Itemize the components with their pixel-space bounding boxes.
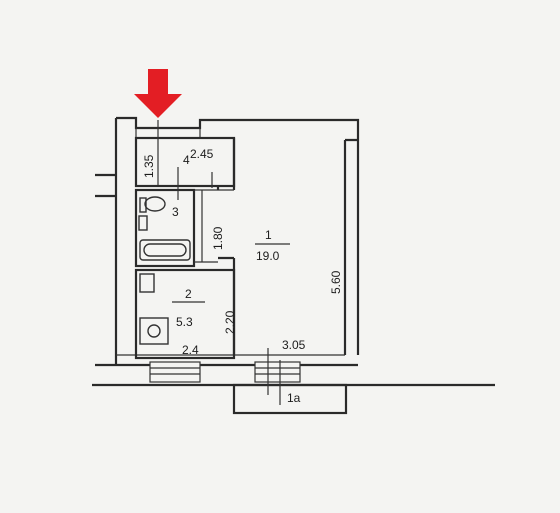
room-2-area: 5.3 <box>176 315 193 329</box>
room-3-number: 3 <box>172 205 179 219</box>
dim-2-20: 2.20 <box>223 310 237 334</box>
windows <box>149 361 301 383</box>
room-4-number: 4 <box>183 153 190 167</box>
stove-icon <box>139 317 169 345</box>
entry-arrow-icon <box>134 69 182 118</box>
dim-2-45: 2.45 <box>190 147 214 161</box>
room-1-number: 1 <box>265 228 272 242</box>
dim-5-60: 5.60 <box>329 270 343 294</box>
small-sink-icon <box>138 215 148 231</box>
dim-3-05: 3.05 <box>282 338 306 352</box>
bathtub-icon <box>139 239 191 261</box>
dimension-lines <box>157 120 281 405</box>
dim-1-80: 1.80 <box>211 226 225 250</box>
toilet-icon <box>139 196 166 213</box>
room-2-number: 2 <box>185 287 192 301</box>
interior-walls <box>134 136 236 360</box>
balcony <box>232 383 348 415</box>
room-1a-number: 1a <box>287 391 301 405</box>
dim-1-35: 1.35 <box>142 154 156 178</box>
room-1-area: 19.0 <box>256 249 280 263</box>
dim-2-4: 2.4 <box>182 343 199 357</box>
sink-icon <box>139 273 155 293</box>
